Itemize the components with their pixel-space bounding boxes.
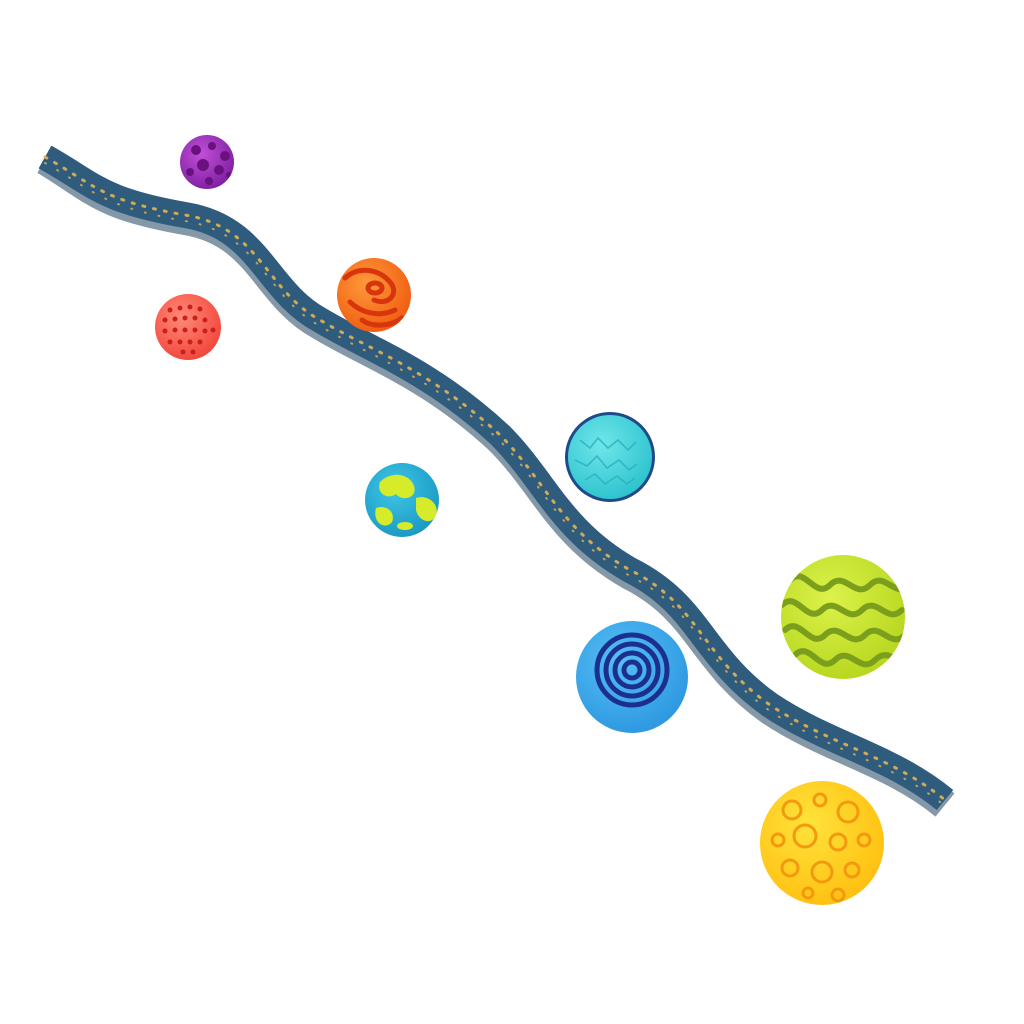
green-ball — [781, 555, 905, 679]
yellow-ball — [760, 781, 884, 905]
purple-ball — [180, 135, 234, 189]
track-body — [38, 145, 954, 811]
earth-ball — [365, 463, 439, 537]
track-stars — [43, 155, 947, 802]
wavy-track — [37, 145, 955, 817]
cyan-ball — [565, 412, 655, 502]
coral-ball — [155, 294, 221, 360]
blue-ball — [576, 621, 688, 733]
track-shadow — [37, 147, 955, 817]
orange-ball — [337, 258, 411, 332]
track-stars-2 — [44, 162, 946, 807]
